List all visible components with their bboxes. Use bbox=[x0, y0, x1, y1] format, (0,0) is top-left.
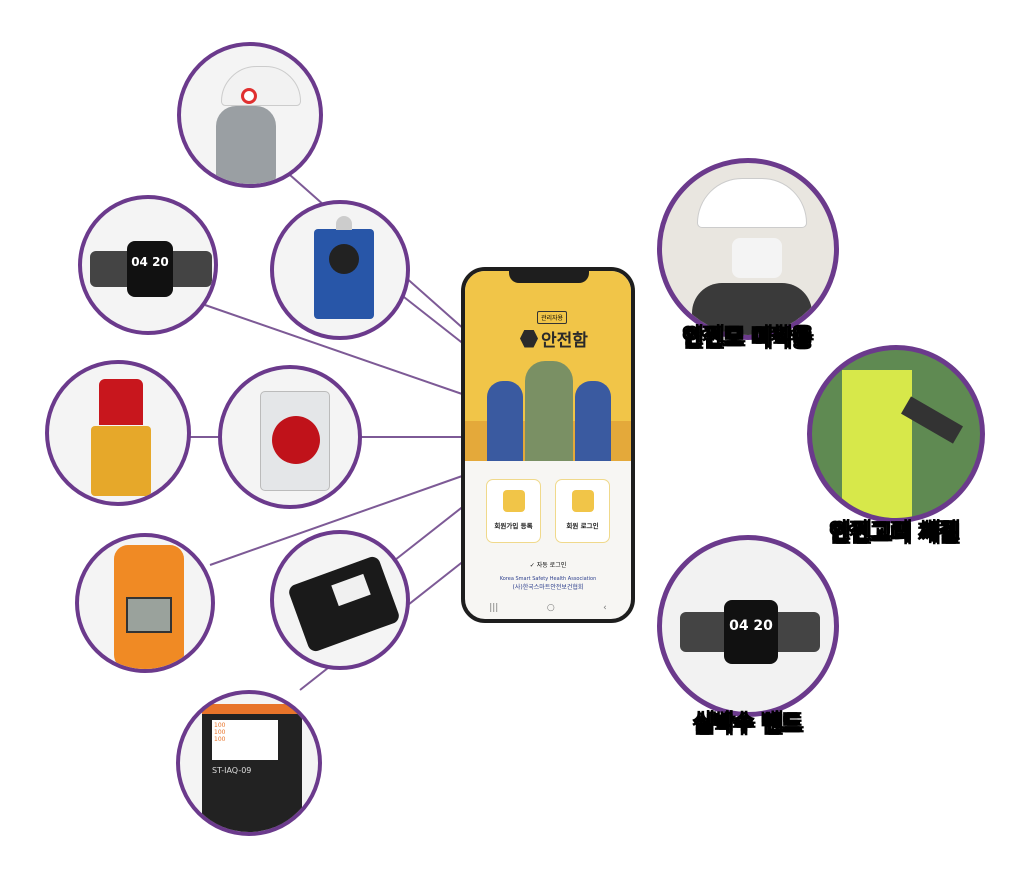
hex-helmet-icon bbox=[520, 329, 538, 348]
beacon-circle bbox=[45, 360, 191, 506]
gas-detector-circle bbox=[75, 533, 215, 673]
home-button[interactable]: ○ bbox=[546, 603, 555, 613]
line-gas-detector bbox=[209, 474, 466, 566]
phone-notch bbox=[509, 271, 589, 283]
watch-display: 04 20 bbox=[127, 241, 173, 297]
auto-login-label: 자동 로그인 bbox=[536, 562, 567, 569]
heart-rate-band-circle: 04 20 bbox=[657, 535, 839, 717]
helmet-worker-circle bbox=[657, 158, 839, 340]
worker-icon bbox=[575, 381, 611, 461]
helmet-icon bbox=[221, 66, 301, 106]
red-beacon-icon bbox=[99, 379, 143, 425]
lock-icon bbox=[571, 490, 594, 512]
smartwatch-circle: 04 20 bbox=[78, 195, 218, 335]
hero-illustration bbox=[465, 271, 631, 461]
worker-icon bbox=[525, 361, 573, 461]
hook-label: 안전고리 체결 bbox=[830, 521, 960, 547]
model-label: ST-IAQ-09 bbox=[212, 766, 252, 775]
signup-button[interactable]: 회원가입 등록 bbox=[486, 479, 541, 543]
camera-icon bbox=[336, 216, 352, 230]
vest-icon bbox=[842, 370, 912, 518]
worker-icon bbox=[487, 381, 523, 461]
nav-bar: ||| ○ ‹ bbox=[465, 603, 631, 613]
admin-badge: 관리자용 bbox=[537, 311, 568, 324]
gas-display bbox=[126, 597, 172, 633]
helmet-sensor-circle bbox=[177, 42, 323, 188]
login-label: 회원 로그인 bbox=[566, 522, 599, 530]
air-display: 100 100 100 bbox=[212, 720, 278, 760]
line-watch bbox=[204, 304, 466, 396]
signup-label: 회원가입 등록 bbox=[494, 522, 533, 530]
line-black-case bbox=[394, 504, 466, 561]
beacon-base-icon bbox=[91, 426, 151, 496]
login-button[interactable]: 회원 로그인 bbox=[555, 479, 610, 543]
black-case-circle bbox=[270, 530, 410, 670]
line-camera-box bbox=[394, 289, 466, 346]
back-button[interactable]: ‹ bbox=[603, 603, 607, 613]
safety-hook-circle bbox=[807, 345, 985, 523]
phone-app-screen: 관리자용 안전함 회원가입 등록 회원 로그인 ✓ 자동 로그인 Korea S… bbox=[461, 267, 635, 623]
worker-plus-icon bbox=[502, 490, 525, 512]
app-name: 안전함 bbox=[541, 331, 588, 351]
auto-login-checkbox[interactable]: ✓ 자동 로그인 bbox=[529, 562, 567, 569]
red-lamp-icon bbox=[272, 416, 320, 464]
org-footer: Korea Smart Safety Health Association (사)… bbox=[465, 576, 631, 591]
body-icon bbox=[692, 283, 812, 335]
watch-display: 04 20 bbox=[724, 600, 778, 664]
speaker-icon bbox=[329, 244, 359, 274]
recent-apps-button[interactable]: ||| bbox=[489, 603, 499, 613]
helmet-label: 안전모 미착용 bbox=[683, 326, 813, 352]
app-logo: 안전함 bbox=[520, 326, 588, 351]
band-label: 심박수 밴드 bbox=[693, 712, 803, 738]
mask-icon bbox=[732, 238, 782, 278]
camera-box-circle bbox=[270, 200, 410, 340]
air-monitor-circle: 100 100 100 ST-IAQ-09 bbox=[176, 690, 322, 836]
org-en: Korea Smart Safety Health Association bbox=[499, 576, 597, 582]
mannequin-icon bbox=[216, 106, 276, 184]
device-box-icon bbox=[314, 229, 374, 319]
sensor-icon bbox=[241, 88, 257, 104]
helmet-icon bbox=[697, 178, 807, 228]
red-light-circle bbox=[218, 365, 362, 509]
org-ko: (사)한국스마트안전보건협회 bbox=[512, 584, 584, 591]
